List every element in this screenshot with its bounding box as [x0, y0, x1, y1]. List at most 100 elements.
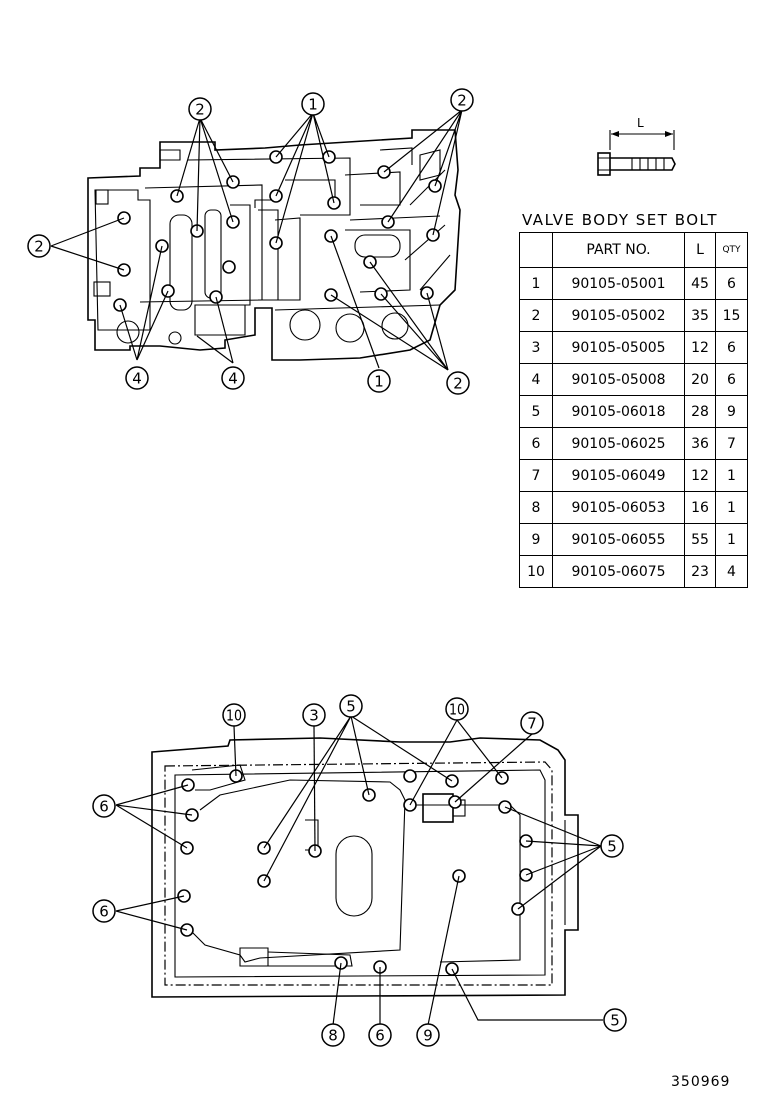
bolt-length-label: L: [637, 116, 644, 130]
bolt-length: 45: [684, 267, 716, 300]
svg-text:7: 7: [527, 715, 537, 733]
row-number: 9: [519, 523, 553, 556]
bolt-length: 55: [684, 523, 716, 556]
svg-text:2: 2: [453, 375, 463, 393]
part-number: 90105-05005: [552, 331, 685, 364]
row-number: 6: [519, 427, 553, 460]
svg-text:4: 4: [132, 370, 142, 388]
row-number: 7: [519, 459, 553, 492]
part-number: 90105-05008: [552, 363, 685, 396]
quantity: 1: [715, 523, 748, 556]
svg-text:1: 1: [374, 373, 384, 391]
row-number: 1: [519, 267, 553, 300]
quantity: 1: [715, 459, 748, 492]
row-number: 8: [519, 491, 553, 524]
bolt-length: 23: [684, 555, 716, 588]
callout-10-left: 10: [222, 703, 246, 727]
svg-text:1: 1: [308, 96, 318, 114]
callout-6-upper: 6: [92, 794, 116, 818]
table-header-row: PART NO. L QTY: [519, 232, 748, 268]
table-row: 6 90105-06025 36 7: [519, 427, 748, 460]
quantity: 9: [715, 395, 748, 428]
table-row: 10 90105-06075 23 4: [519, 555, 748, 588]
callout-6-bottom: 6: [368, 1023, 392, 1047]
table-row: 8 90105-06053 16 1: [519, 491, 748, 524]
table-row: 5 90105-06018 28 9: [519, 395, 748, 428]
bolt-length: 20: [684, 363, 716, 396]
row-number: 2: [519, 299, 553, 332]
callout-9: 9: [416, 1023, 440, 1047]
upper-leader-lines: [50, 109, 463, 371]
lower-leader-lines: [115, 715, 603, 1026]
row-number: 5: [519, 395, 553, 428]
table-row: 2 90105-05002 35 15: [519, 299, 748, 332]
svg-text:6: 6: [99, 903, 109, 921]
callout-4-bottom-left: 4: [125, 366, 149, 390]
table-row: 7 90105-06049 12 1: [519, 459, 748, 492]
svg-text:10: 10: [226, 707, 242, 725]
callout-5-right: 5: [600, 834, 624, 858]
table-row: 3 90105-05005 12 6: [519, 331, 748, 364]
callout-10-right: 10: [445, 697, 469, 721]
bolt-length: 12: [684, 331, 716, 364]
bolt-length: 28: [684, 395, 716, 428]
svg-text:6: 6: [375, 1027, 385, 1045]
part-number: 90105-06018: [552, 395, 685, 428]
quantity: 6: [715, 331, 748, 364]
lower-valve-body: 10 3 5 10 7 6 6 5 8 6 9 5: [92, 694, 627, 1047]
row-number: 3: [519, 331, 553, 364]
table-row: 1 90105-05001 45 6: [519, 267, 748, 300]
callout-2-top-left: 2: [188, 97, 212, 121]
header-qty: QTY: [715, 232, 748, 268]
svg-text:9: 9: [423, 1027, 433, 1045]
upper-bolt-heads: [113, 150, 442, 312]
quantity: 4: [715, 555, 748, 588]
reference-code: 350969: [671, 1074, 731, 1090]
callout-2-left: 2: [27, 234, 51, 258]
callout-8: 8: [321, 1023, 345, 1047]
table-row: 9 90105-06055 55 1: [519, 523, 748, 556]
part-number: 90105-06049: [552, 459, 685, 492]
quantity: 1: [715, 491, 748, 524]
svg-text:2: 2: [457, 92, 467, 110]
callout-5-bottom: 5: [603, 1008, 627, 1032]
part-number: 90105-06055: [552, 523, 685, 556]
callout-4-bottom-mid: 4: [221, 366, 245, 390]
bolt-length: 12: [684, 459, 716, 492]
row-number: 4: [519, 363, 553, 396]
part-number: 90105-06053: [552, 491, 685, 524]
lower-bolt-heads: [177, 769, 533, 976]
header-length: L: [684, 232, 716, 268]
upper-valve-body: 2 1 2 2 4 4 1 2: [27, 88, 474, 395]
valve-body-bolt-table: PART NO. L QTY 1 90105-05001 45 6 2 9010…: [519, 232, 748, 588]
part-number: 90105-06025: [552, 427, 685, 460]
part-number: 90105-05001: [552, 267, 685, 300]
bolt-dimension-icon: [597, 130, 676, 176]
header-part-no: PART NO.: [552, 232, 685, 268]
header-no: [519, 232, 553, 268]
table-title: VALVE BODY SET BOLT: [522, 211, 718, 229]
callout-2-top-right: 2: [450, 88, 474, 112]
svg-text:2: 2: [195, 101, 205, 119]
quantity: 6: [715, 363, 748, 396]
row-number: 10: [519, 555, 553, 588]
quantity: 15: [715, 299, 748, 332]
svg-text:4: 4: [228, 370, 238, 388]
callout-1-bottom: 1: [367, 369, 391, 393]
table-row: 4 90105-05008 20 6: [519, 363, 748, 396]
callout-1-top: 1: [301, 92, 325, 116]
bolt-length: 35: [684, 299, 716, 332]
lower-callouts: 10 3 5 10 7 6 6 5 8 6 9 5: [92, 694, 627, 1047]
svg-text:5: 5: [346, 698, 356, 716]
part-number: 90105-05002: [552, 299, 685, 332]
svg-text:3: 3: [309, 707, 319, 725]
callout-3: 3: [302, 703, 326, 727]
svg-text:8: 8: [328, 1027, 338, 1045]
callout-5-top: 5: [339, 694, 363, 718]
svg-text:5: 5: [610, 1012, 620, 1030]
callout-7: 7: [520, 711, 544, 735]
callout-6-middle: 6: [92, 899, 116, 923]
svg-text:10: 10: [449, 701, 465, 719]
bolt-length: 16: [684, 491, 716, 524]
